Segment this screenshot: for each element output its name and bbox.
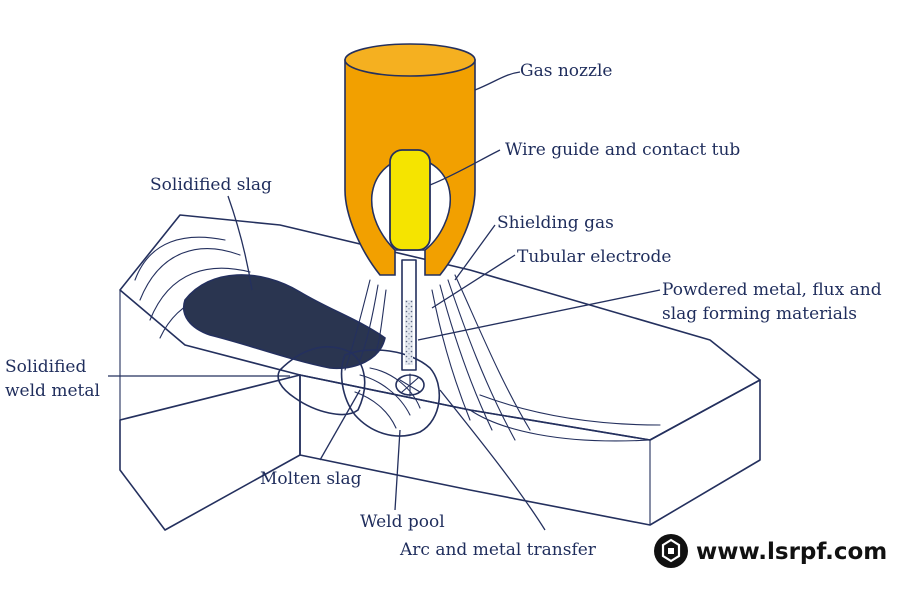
workpiece-front-face (299, 374, 761, 526)
label-solidified-weld-line2: weld metal (5, 381, 100, 401)
watermark-text: www.lsrpf.com (696, 539, 887, 565)
workpiece (119, 214, 761, 531)
label-arc-transfer: Arc and metal transfer (399, 540, 597, 560)
leader-lines (108, 71, 661, 531)
workpiece-cut-face (119, 374, 301, 531)
label-powdered-line2: slag forming materials (662, 304, 857, 324)
label-tubular-electrode: Tubular electrode (517, 247, 671, 267)
label-solidified-slag: Solidified slag (150, 175, 272, 195)
label-molten-slag: Molten slag (260, 469, 362, 489)
weld-pool (340, 349, 441, 437)
label-weld-pool: Weld pool (360, 512, 445, 532)
shielding-gas-flow (344, 274, 531, 441)
label-shielding-gas: Shielding gas (497, 213, 614, 233)
label-solidified-weld-line1: Solidified (5, 357, 86, 377)
arc (395, 373, 425, 397)
label-powdered-line1: Powdered metal, flux and (662, 280, 882, 300)
solidified-weld-metal (277, 346, 366, 416)
solidified-slag-bead (183, 274, 386, 370)
label-gas-nozzle: Gas nozzle (520, 61, 612, 81)
tubular-electrode (401, 259, 417, 371)
label-wire-guide: Wire guide and contact tub (505, 140, 740, 160)
lsrpf-logo-icon (654, 534, 688, 568)
watermark: www.lsrpf.com (654, 534, 887, 568)
contact-tube (389, 149, 431, 251)
